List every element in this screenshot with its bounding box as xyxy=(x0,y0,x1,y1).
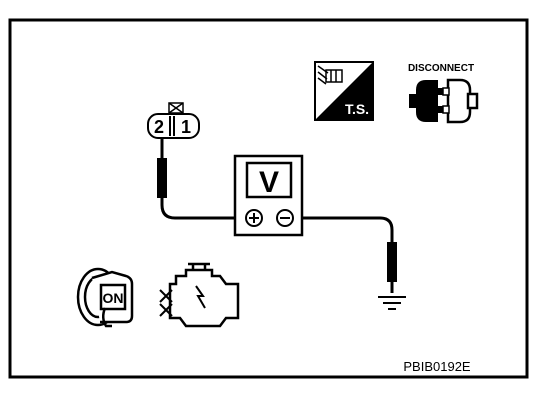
disconnect-label: DISCONNECT xyxy=(408,63,474,74)
harness-connector: 2 1 xyxy=(147,102,200,139)
ground-icon xyxy=(378,296,406,310)
figure-id: PBIB0192E xyxy=(403,359,471,374)
voltmeter-symbol: V xyxy=(259,166,279,199)
voltmeter: V xyxy=(233,154,304,237)
negative-terminal-icon xyxy=(276,209,294,227)
engine-stopped-icon xyxy=(159,262,240,328)
voltmeter-display xyxy=(245,161,293,199)
test-symbol-label: T.S. xyxy=(345,101,369,117)
negative-lead xyxy=(302,216,394,293)
test-symbol-badge: T.S. xyxy=(314,61,374,121)
ignition-on-label: ON xyxy=(103,290,124,306)
positive-lead xyxy=(160,138,248,220)
wiring xyxy=(160,138,394,293)
negative-probe-tip xyxy=(387,242,397,282)
figure-frame xyxy=(8,18,529,379)
connector-pin-1: 1 xyxy=(181,117,191,137)
ignition-key-icon xyxy=(76,267,134,328)
probe-connector-icon xyxy=(317,65,343,85)
positive-probe-tip xyxy=(157,158,167,198)
positive-terminal-icon xyxy=(245,209,263,227)
disconnect-connector-icon xyxy=(409,78,479,124)
terminal-marker-icon xyxy=(168,102,184,114)
disconnect-symbol: DISCONNECT xyxy=(408,63,479,124)
connector-pin-2: 2 xyxy=(154,117,164,137)
